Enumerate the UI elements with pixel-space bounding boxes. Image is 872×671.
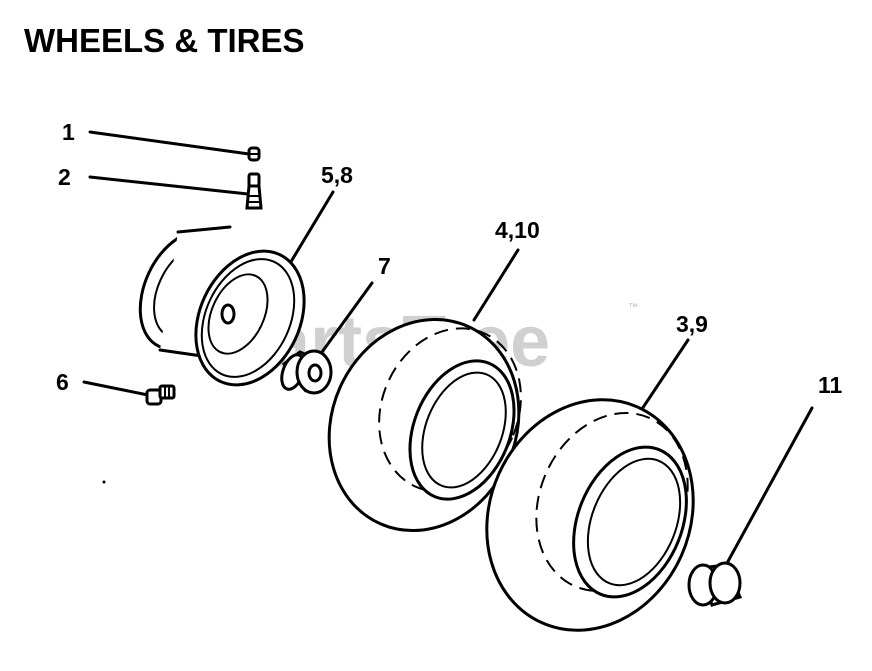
callout-11: 11 (818, 372, 843, 398)
callout-5-8: 5,8 (321, 162, 353, 188)
part-wheel-rim (138, 190, 335, 387)
page-title: WHEELS & TIRES (24, 22, 305, 59)
stray-dot (102, 480, 106, 484)
part-bushing (280, 281, 374, 395)
callout-1: 1 (62, 119, 75, 145)
callout-7: 7 (378, 253, 391, 279)
callout-6: 6 (56, 369, 69, 395)
part-tire-front (485, 338, 695, 632)
watermark-trademark: ™ (628, 302, 638, 313)
callout-2: 2 (58, 164, 71, 190)
part-valve-cap (88, 130, 261, 162)
callout-4-10: 4,10 (495, 217, 540, 243)
part-hub-cap (687, 406, 814, 607)
callout-3-9: 3,9 (676, 311, 708, 337)
part-bolt (82, 380, 176, 406)
part-valve-stem (88, 172, 263, 210)
